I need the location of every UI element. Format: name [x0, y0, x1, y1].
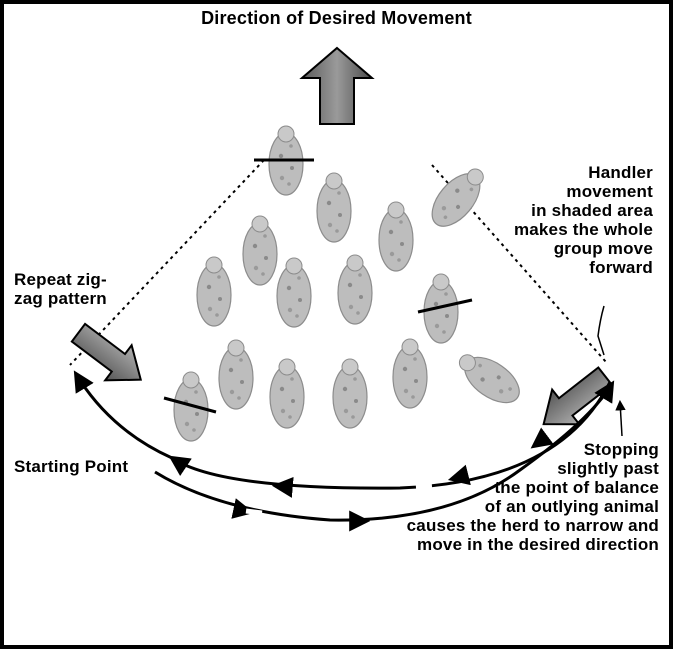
handler-label-line: movement	[566, 182, 653, 201]
left-return-arc	[73, 370, 173, 460]
handler-label-pointer	[597, 305, 605, 356]
stopping-label-line: move in the desired direction	[417, 535, 659, 554]
starting-point-label: Starting Point	[14, 457, 129, 476]
diagram-title: Direction of Desired Movement	[201, 8, 472, 28]
herd	[173, 125, 528, 442]
cow-icon	[316, 172, 352, 243]
stopping-label-line: of an outlying animal	[484, 497, 659, 516]
stopping-label-line: causes the herd to narrow and	[406, 516, 659, 535]
flight-zone-boundary-left	[69, 159, 265, 366]
stopping-label-line: Stopping	[583, 440, 659, 459]
cow-icon	[218, 339, 254, 410]
cow-icon	[392, 338, 428, 409]
cow-icon	[337, 254, 373, 325]
stopping-label-line: the point of balance	[494, 478, 659, 497]
balance-point-bar	[163, 396, 217, 414]
handler-zigzag-arc	[154, 380, 615, 522]
cow-icon	[276, 257, 312, 328]
stopping-label-pointer	[615, 399, 626, 437]
cow-icon	[378, 201, 414, 272]
cow-icon	[196, 256, 232, 327]
handler-label-line: makes the whole	[513, 220, 653, 239]
handler-movement-label: Handler movement in shaded area makes th…	[514, 163, 653, 277]
repeat-zigzag-label: Repeat zig- zag pattern	[14, 270, 107, 308]
handler-return-arc	[168, 381, 612, 490]
handler-label-line: Handler	[588, 163, 653, 182]
stopping-label-line: slightly past	[557, 459, 659, 478]
handler-label-line: group move	[553, 239, 653, 258]
repeat-label-line: zag pattern	[14, 289, 107, 308]
stopping-label: Stopping slightly past the point of bala…	[407, 440, 659, 554]
down-right-arrow-icon	[70, 322, 143, 382]
cow-icon	[269, 358, 305, 429]
handler-label-line: forward	[589, 258, 653, 277]
repeat-label-line: Repeat zig-	[14, 270, 107, 289]
cow-icon	[332, 358, 368, 429]
handler-label-line: in shaded area	[531, 201, 653, 220]
cow-icon	[242, 215, 278, 286]
up-arrow-icon	[299, 46, 375, 125]
cow-icon	[450, 343, 528, 413]
balance-point-bar	[417, 298, 473, 314]
